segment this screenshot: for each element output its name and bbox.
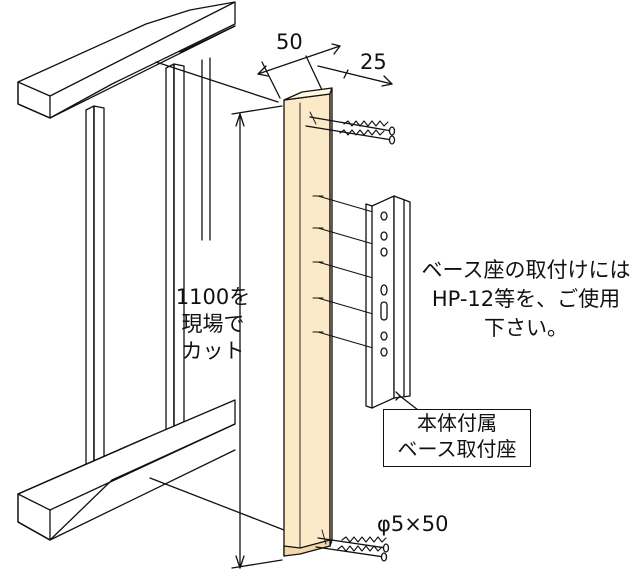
attached-seat-label-line-2: ベース取付座 <box>397 437 517 461</box>
guide-line-top <box>155 61 279 103</box>
attached-seat-label-line-1: 本体付属 <box>417 411 497 435</box>
bottom-screws <box>315 529 390 562</box>
height-cut-note-line-3: カット <box>181 339 245 363</box>
base-seat-note-line-1: ベース座の取付けには <box>421 258 631 282</box>
guide-line-bottom <box>149 477 285 531</box>
width-dimension-label: 50 <box>276 30 303 54</box>
height-cut-note-line-1: 1100を <box>175 285 251 309</box>
height-dimension <box>231 105 283 569</box>
height-cut-note-line-2: 現場で <box>181 312 245 336</box>
base-seat-note: ベース座の取付けには HP-12等を、ご使用 下さい。 <box>414 256 638 343</box>
screw-spec-label: φ5×50 <box>377 512 449 536</box>
lower-rail <box>17 399 236 541</box>
height-cut-note: 1100を 現場で カット <box>158 284 268 365</box>
mounting-lines <box>312 195 381 351</box>
existing-railing <box>17 1 285 541</box>
width-depth-dimensions <box>257 43 393 99</box>
upper-rail <box>17 1 236 119</box>
depth-dimension-label: 25 <box>360 50 387 74</box>
base-mounting-seat <box>365 195 411 409</box>
base-seat-note-line-3: 下さい。 <box>484 316 568 340</box>
base-seat-note-line-2: HP-12等を、ご使用 <box>431 287 621 311</box>
balusters <box>85 57 211 475</box>
attached-label-leader <box>395 391 419 411</box>
top-screws <box>305 111 396 145</box>
attached-seat-label-box: 本体付属 ベース取付座 <box>383 409 531 467</box>
post <box>283 87 333 557</box>
